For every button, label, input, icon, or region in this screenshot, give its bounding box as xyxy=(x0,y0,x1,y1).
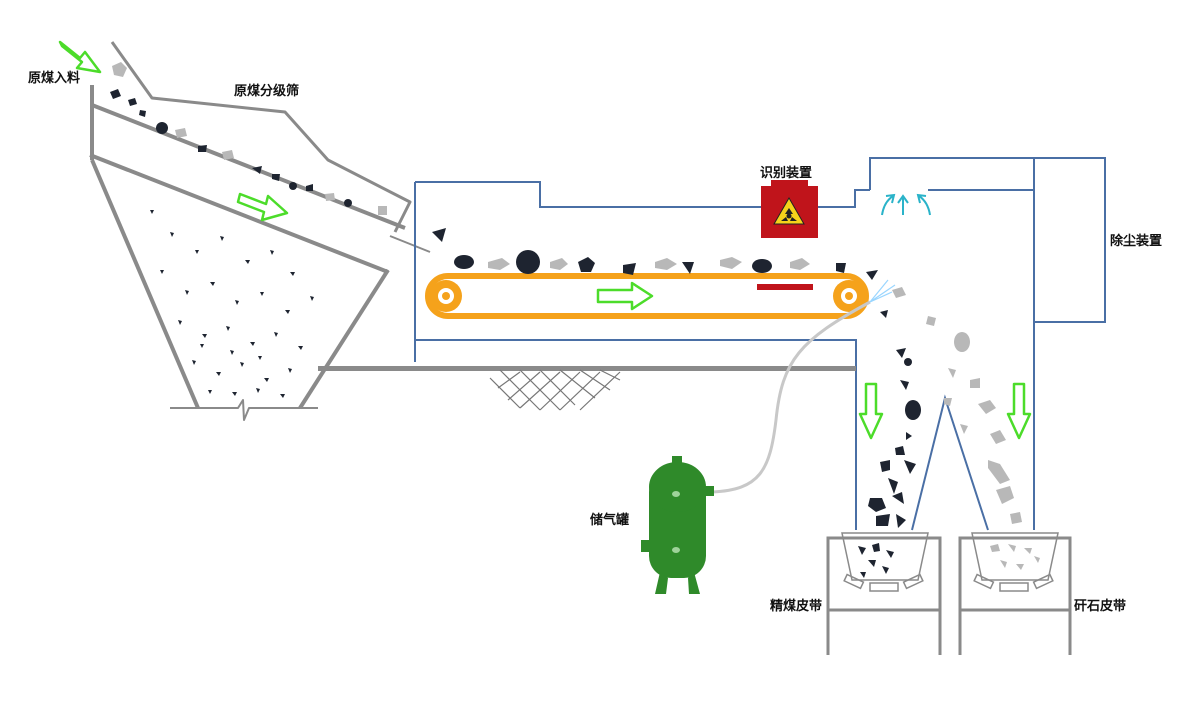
raw-coal-screen xyxy=(89,41,431,421)
fine-coal-falling xyxy=(150,210,314,398)
label-clean-coal-belt: 精煤皮带 xyxy=(770,598,822,614)
air-tank xyxy=(641,300,871,594)
support-net xyxy=(489,369,621,411)
splitter xyxy=(911,394,989,531)
air-jet xyxy=(869,279,896,303)
conveyor-belt xyxy=(425,273,869,319)
arrow-icon xyxy=(1006,382,1032,440)
gangue-bin xyxy=(958,532,1072,655)
belt-loop xyxy=(425,273,869,319)
housing-right-top xyxy=(818,189,870,208)
hopper-right xyxy=(298,268,390,410)
label-air-tank: 储气罐 xyxy=(589,512,629,528)
tank-valve-lower xyxy=(672,547,680,553)
tank-body-top xyxy=(649,462,706,512)
label-raw-coal-screen: 原煤分级筛 xyxy=(234,83,299,99)
air-hose xyxy=(711,300,871,494)
arrow-icon xyxy=(236,192,289,222)
label-dust-removal-device: 除尘装置 xyxy=(1110,233,1162,249)
dust-duct-inner xyxy=(928,158,1035,191)
screen-upper-deck xyxy=(91,103,406,230)
label-gangue-belt: 矸石皮带 xyxy=(1074,598,1126,614)
dust-duct xyxy=(869,157,1106,323)
main-housing xyxy=(414,157,1106,531)
tank-legs xyxy=(655,572,700,594)
label-raw-coal-input: 原煤入料 xyxy=(28,70,80,86)
arrow-icon xyxy=(596,281,654,311)
housing-outline xyxy=(415,181,762,208)
tank-valve-upper xyxy=(672,491,680,497)
screen-base xyxy=(170,399,318,421)
gangue-particles xyxy=(112,62,1040,570)
airflow-arrow-icon xyxy=(881,193,896,216)
radiation-icon xyxy=(773,196,805,225)
coal-particles xyxy=(110,89,921,578)
belt-roller-left-hub xyxy=(442,292,450,300)
tank-port-left xyxy=(641,540,651,552)
feed-chute xyxy=(389,235,431,253)
support-structure xyxy=(318,366,856,411)
tank-nozzle-top xyxy=(672,456,682,464)
belt-roller-right-hub xyxy=(845,292,853,300)
tank-port-right xyxy=(704,486,714,496)
arrow-icon xyxy=(58,40,102,74)
clean-coal-bin xyxy=(826,532,942,655)
support-beam xyxy=(318,366,856,371)
airflow-arrow-icon xyxy=(916,193,931,216)
housing-mid-line xyxy=(415,339,857,530)
identification-device xyxy=(757,180,818,290)
device-sensor-bar xyxy=(757,284,813,290)
hopper-left xyxy=(90,159,200,409)
screen-hood xyxy=(110,41,412,233)
arrow-icon xyxy=(858,382,884,440)
screen-lower-deck xyxy=(89,153,389,274)
flow-arrows xyxy=(58,40,1032,440)
airflow-arrow-icon xyxy=(897,194,909,215)
device-lid xyxy=(771,180,808,188)
label-identification-device: 识别装置 xyxy=(760,165,812,181)
airflow-arrows xyxy=(881,193,931,216)
